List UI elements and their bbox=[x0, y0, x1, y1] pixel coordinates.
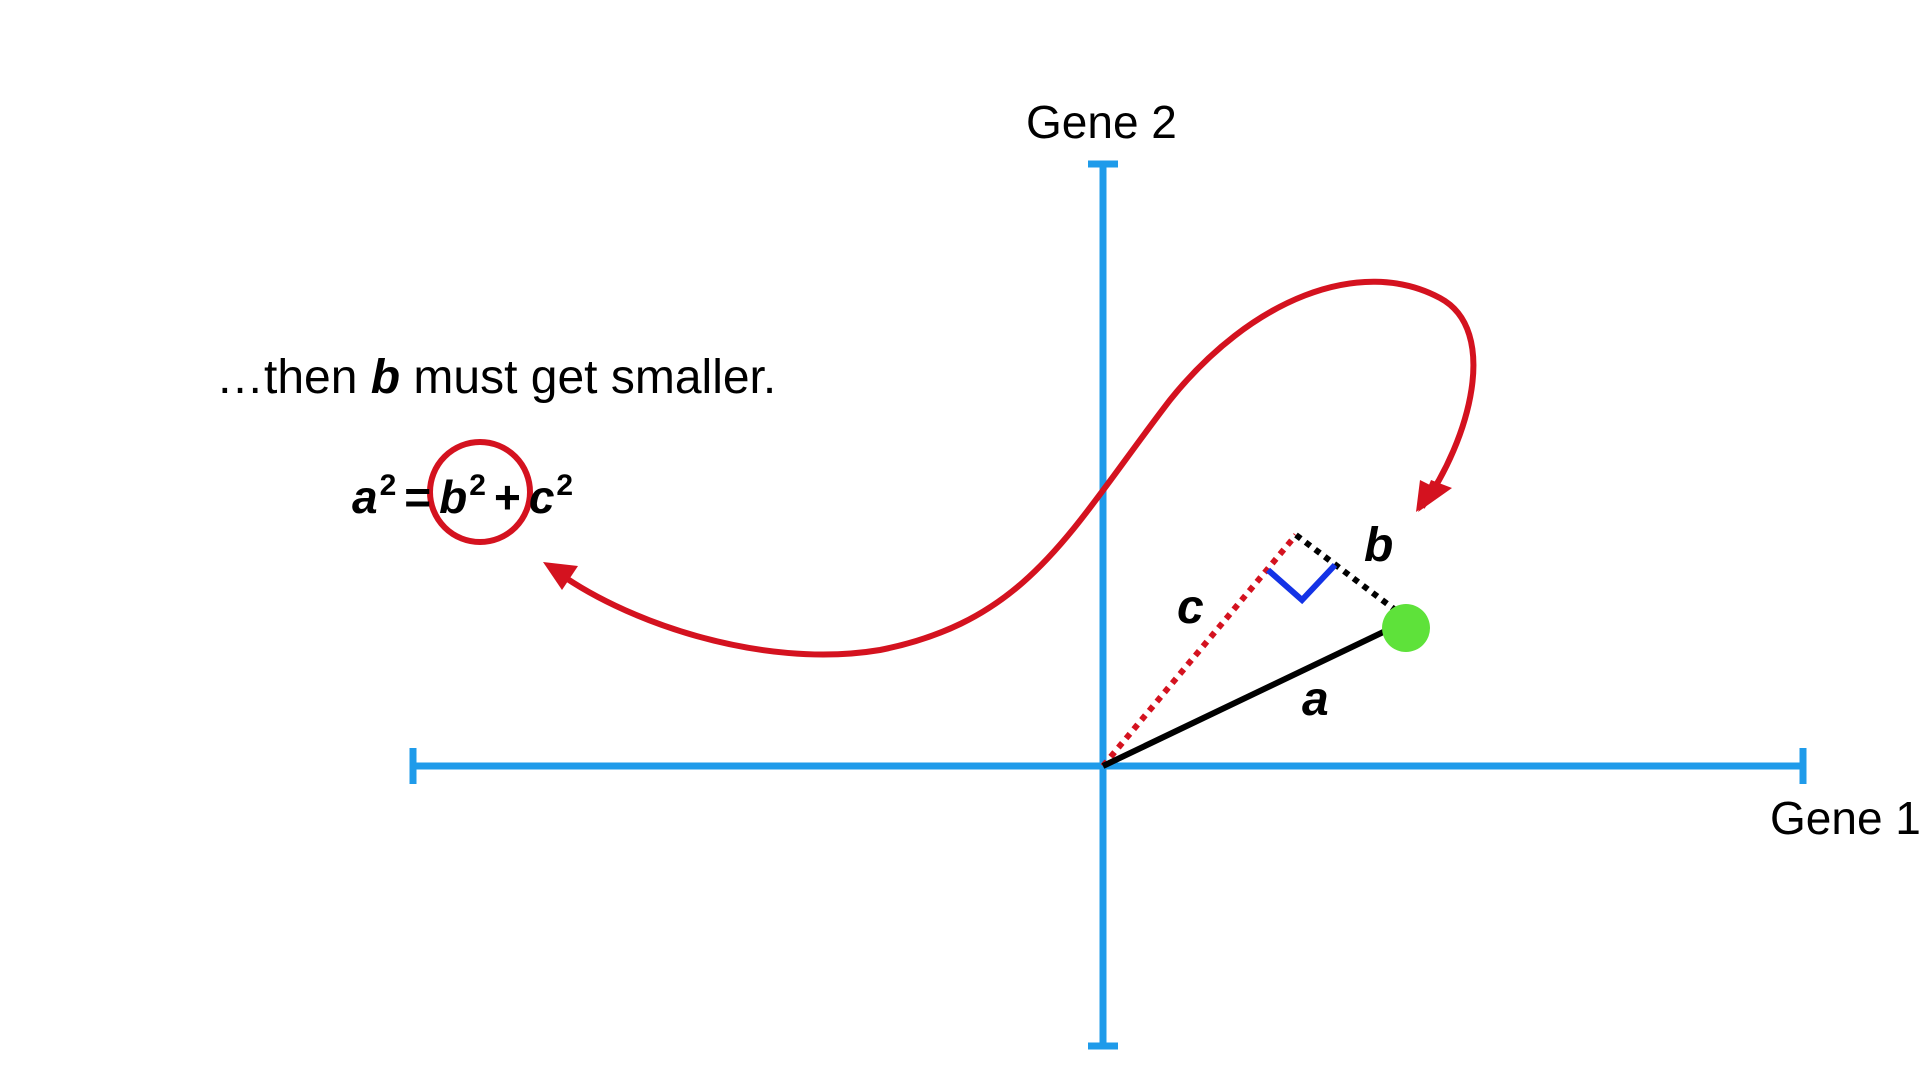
caption-suffix: must get smaller. bbox=[400, 351, 777, 404]
x-axis-label: Gene 1 bbox=[1770, 792, 1920, 844]
equation-term-b: b bbox=[439, 471, 468, 523]
segment-a-label: a bbox=[1302, 673, 1329, 726]
equation-term-c: c bbox=[528, 471, 555, 523]
equation-exp-c: 2 bbox=[556, 469, 574, 502]
arrowhead-left bbox=[543, 562, 578, 590]
y-axis-label: Gene 2 bbox=[1026, 96, 1177, 148]
equation-equals: = bbox=[404, 471, 432, 523]
segment-b-label: b bbox=[1364, 519, 1394, 572]
caption-text: …then b must get smaller. bbox=[216, 354, 776, 402]
arrowhead-right-main bbox=[1416, 480, 1444, 512]
right-angle-marker bbox=[1266, 562, 1338, 605]
curved-arrow bbox=[550, 278, 1477, 658]
highlight-circle bbox=[427, 439, 533, 545]
equation-plus: + bbox=[493, 471, 521, 523]
caption-prefix: …then bbox=[216, 351, 371, 404]
segment-a-line bbox=[1101, 622, 1400, 769]
segment-c-line bbox=[1100, 533, 1299, 768]
pythagorean-equation: a2=b2+c2 bbox=[352, 471, 573, 523]
data-point bbox=[1382, 604, 1430, 652]
y-axis bbox=[1088, 160, 1118, 1050]
equation-term-a: a bbox=[352, 471, 378, 523]
equation-exp-a: 2 bbox=[379, 469, 397, 502]
equation-exp-b: 2 bbox=[469, 469, 486, 502]
segment-b-line bbox=[1294, 532, 1400, 615]
segment-c-label: c bbox=[1177, 581, 1204, 634]
caption-variable: b bbox=[370, 351, 401, 404]
